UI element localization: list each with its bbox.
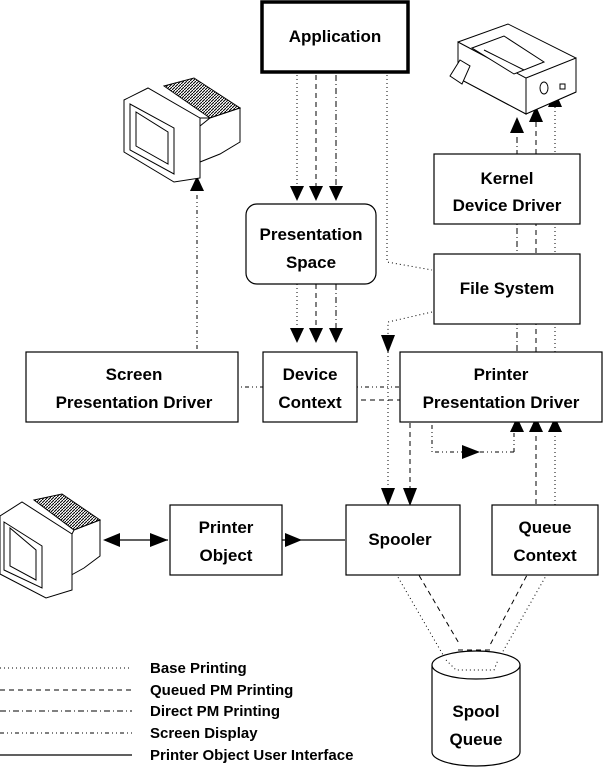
device-label: Device bbox=[283, 365, 338, 384]
spool-label: Spool bbox=[452, 702, 499, 721]
presentation-space-box[interactable]: Presentation Space bbox=[245, 203, 377, 285]
spooler-label: Spooler bbox=[368, 530, 432, 549]
spooler-box[interactable]: Spooler bbox=[345, 504, 461, 576]
legend-item-printer-object-ui: Printer Object User Interface bbox=[0, 747, 353, 764]
legend-label: Direct PM Printing bbox=[150, 703, 280, 720]
qc-to-queue-dash bbox=[489, 559, 536, 646]
device-context-box[interactable]: Device Context bbox=[262, 351, 358, 423]
queue-context-label: Context bbox=[513, 546, 577, 565]
printer-icon bbox=[449, 23, 577, 115]
spool-queue-cylinder[interactable]: Spool Queue bbox=[431, 649, 521, 767]
printer-presentation-driver-box[interactable]: Printer Presentation Driver bbox=[399, 351, 603, 423]
presentation-space-label-1: Presentation bbox=[260, 225, 363, 244]
kernel-label: Kernel bbox=[481, 169, 534, 188]
legend-label: Queued PM Printing bbox=[150, 682, 293, 699]
application-label: Application bbox=[289, 27, 382, 46]
file-system-label: File System bbox=[460, 279, 555, 298]
printer-label: Printer bbox=[474, 365, 529, 384]
screen-label: Screen bbox=[106, 365, 163, 384]
legend-item-screen-display: Screen Display bbox=[0, 725, 258, 742]
legend-item-direct-pm-printing: Direct PM Printing bbox=[0, 703, 280, 720]
legend-label: Printer Object User Interface bbox=[150, 747, 353, 764]
app-to-ps-lines bbox=[296, 75, 337, 188]
ps-to-dc-lines bbox=[296, 284, 337, 330]
queue-label: Queue bbox=[519, 518, 572, 537]
printer-presentation-driver-label: Presentation Driver bbox=[423, 393, 580, 412]
device-driver-label: Device Driver bbox=[453, 196, 562, 215]
spooler-to-queue-dot bbox=[387, 559, 447, 661]
spooler-to-queue-dash bbox=[409, 559, 461, 646]
legend: Base Printing Queued PM Printing Direct … bbox=[0, 660, 353, 764]
printer-object-label-2: Object bbox=[200, 546, 253, 565]
screen-presentation-driver-label: Presentation Driver bbox=[56, 393, 213, 412]
monitor-icon bbox=[123, 77, 242, 183]
kernel-device-driver-box[interactable]: Kernel Device Driver bbox=[433, 153, 581, 225]
screen-presentation-driver-box[interactable]: Screen Presentation Driver bbox=[25, 351, 239, 423]
application-box[interactable]: Application bbox=[260, 0, 410, 74]
queue-label-cyl: Queue bbox=[450, 730, 503, 749]
printer-object-label-1: Printer bbox=[199, 518, 254, 537]
legend-label: Screen Display bbox=[150, 725, 258, 742]
queue-context-box[interactable]: Queue Context bbox=[491, 504, 599, 576]
filesystem-to-spooler-line bbox=[387, 311, 433, 334]
app-to-filesystem-line bbox=[386, 75, 433, 271]
file-system-box[interactable]: File System bbox=[433, 253, 581, 325]
legend-item-queued-pm-printing: Queued PM Printing bbox=[0, 682, 293, 699]
presentation-space-label-2: Space bbox=[286, 253, 336, 272]
context-label: Context bbox=[278, 393, 342, 412]
monitor-icon-bottom bbox=[0, 493, 102, 599]
legend-item-base-printing: Base Printing bbox=[0, 660, 247, 677]
printer-object-box[interactable]: Printer Object bbox=[169, 504, 283, 576]
legend-label: Base Printing bbox=[150, 660, 247, 677]
